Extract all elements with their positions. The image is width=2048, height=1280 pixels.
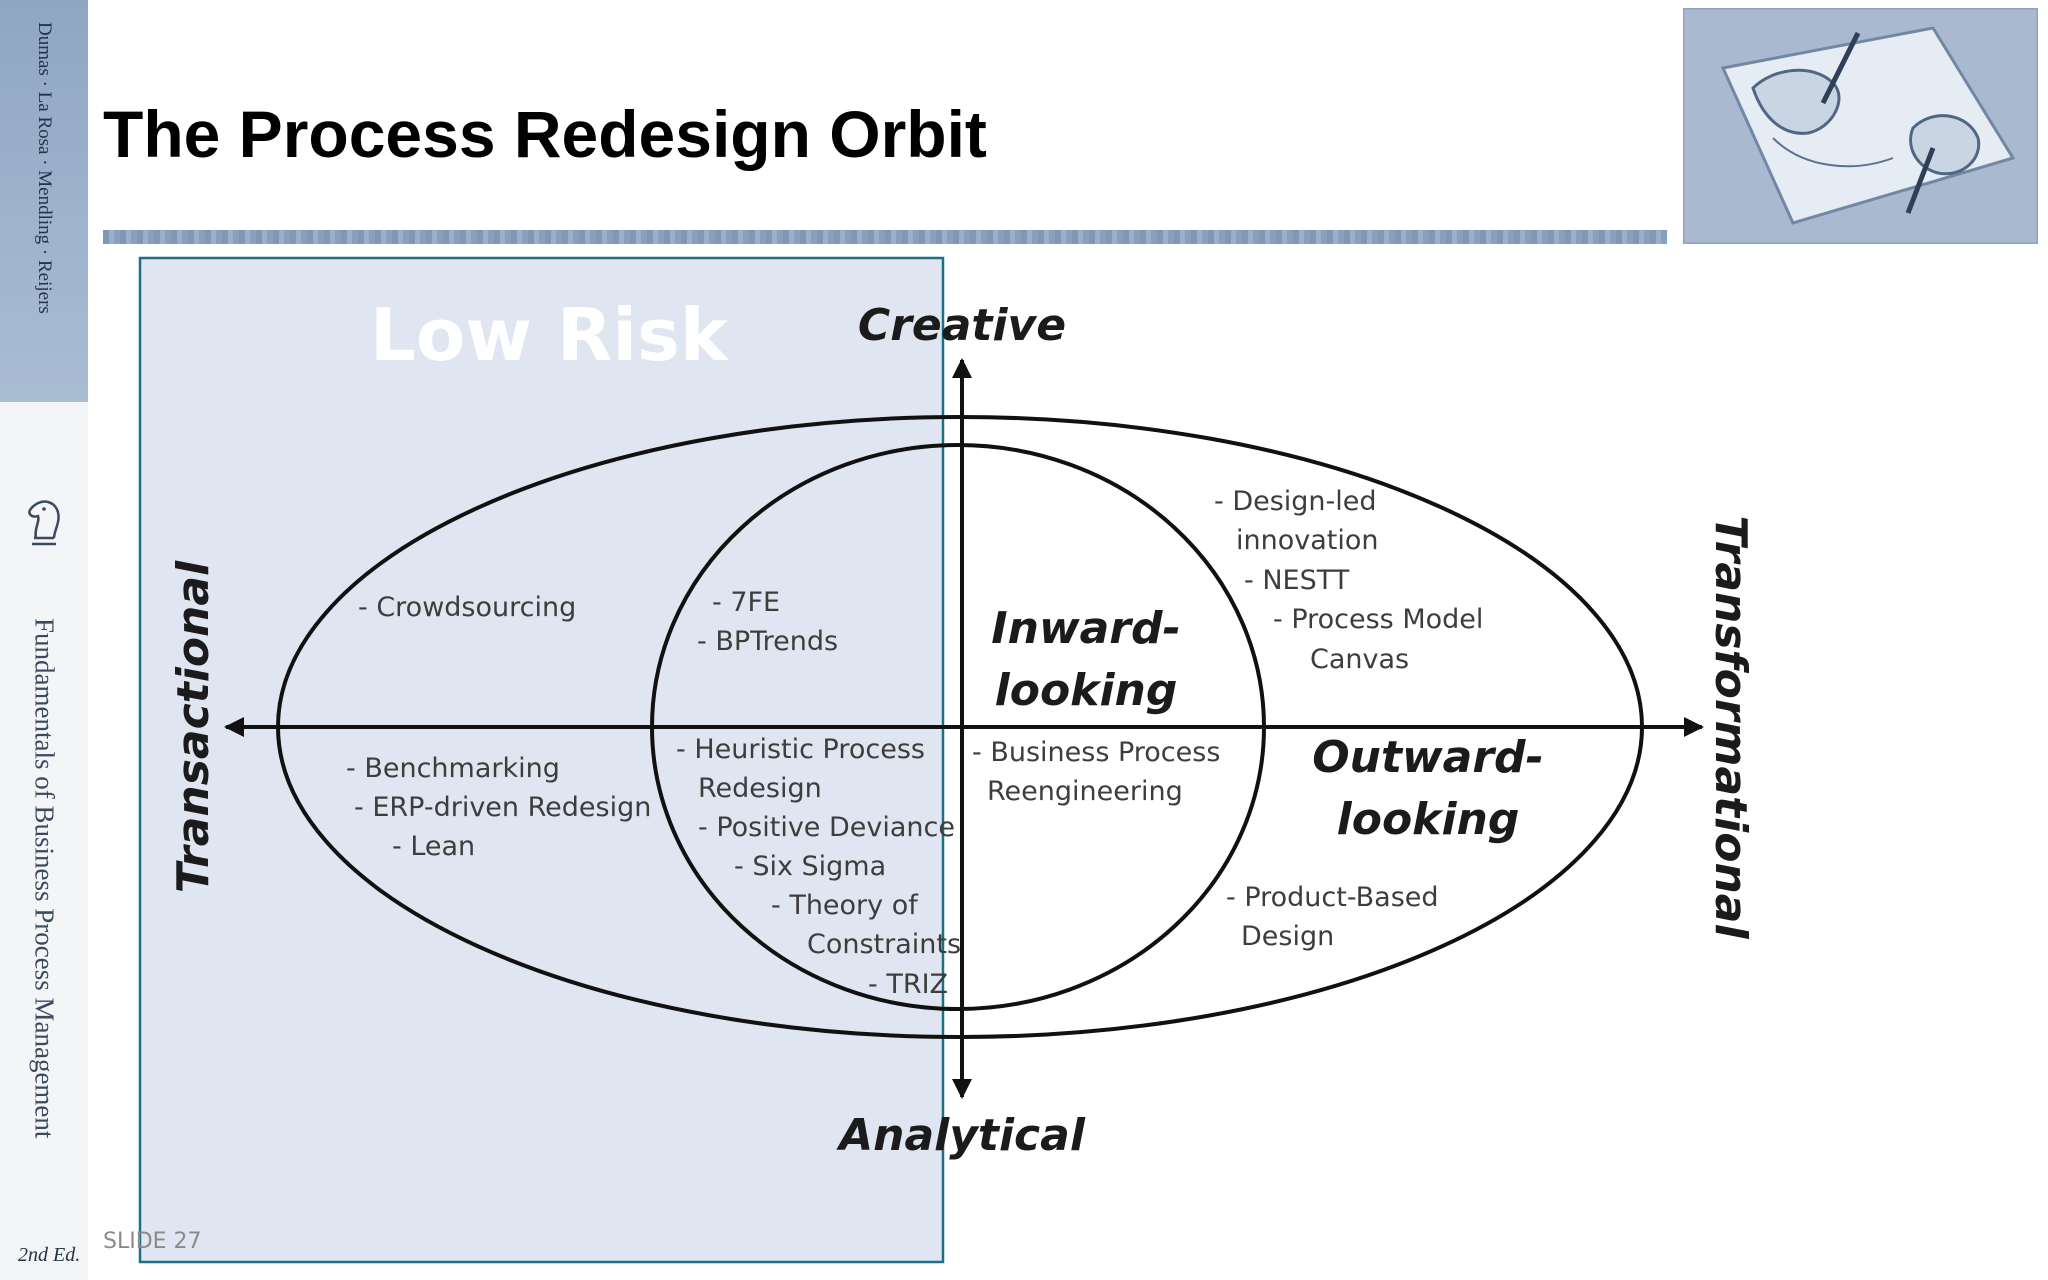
method-nestt: - NESTT (1244, 565, 1350, 596)
method-crowdsourcing: - Crowdsourcing (358, 592, 576, 623)
method-pmc-line2: Canvas (1310, 644, 1409, 675)
method-toc-line2: Constraints (807, 929, 961, 960)
method-heuristic-line2: Redesign (698, 773, 822, 804)
method-positive-deviance: - Positive Deviance (698, 812, 955, 843)
axis-label-creative: Creative (858, 300, 1066, 351)
method-bptrends: - BPTrends (697, 626, 838, 657)
method-lean: - Lean (392, 831, 475, 862)
method-bpr-line1: - Business Process (972, 737, 1220, 768)
axis-label-analytical: Analytical (836, 1110, 1086, 1161)
axis-label-transformational: Transformational (1705, 515, 1756, 939)
method-pbd-line2: Design (1241, 921, 1334, 952)
knight-chess-icon (28, 500, 60, 546)
method-design-led-line1: - Design-led (1214, 486, 1377, 517)
method-heuristic-line1: - Heuristic Process (676, 734, 925, 765)
method-benchmarking: - Benchmarking (346, 753, 560, 784)
page-title: The Process Redesign Orbit (103, 97, 987, 171)
spine-edition: 2nd Ed. (18, 1244, 81, 1266)
method-erp: - ERP-driven Redesign (354, 792, 651, 823)
spine-header-band (0, 0, 88, 402)
outward-looking-label-line2: looking (1337, 794, 1520, 845)
method-design-led-line2: innovation (1236, 525, 1379, 556)
hands-drawing-icon (1683, 8, 2038, 244)
low-risk-label: Low Risk (370, 293, 730, 377)
slide-number: SLIDE 27 (103, 1229, 202, 1254)
inward-looking-label-line2: looking (995, 665, 1178, 716)
outward-looking-label-line1: Outward- (1312, 732, 1544, 783)
method-toc-line1: - Theory of (771, 890, 919, 921)
axis-label-transactional: Transactional (168, 560, 219, 893)
inward-looking-label-line1: Inward- (991, 603, 1181, 654)
method-pmc-line1: - Process Model (1273, 604, 1483, 635)
method-six-sigma: - Six Sigma (734, 851, 886, 882)
method-7fe: - 7FE (712, 587, 780, 618)
method-pbd-line1: - Product-Based (1226, 882, 1439, 913)
book-spine: Dumas · La Rosa · Mendling · Reijers Fun… (0, 0, 88, 1280)
method-bpr-line2: Reengineering (987, 776, 1183, 807)
method-triz: - TRIZ (868, 969, 948, 1000)
title-divider (103, 230, 1667, 244)
